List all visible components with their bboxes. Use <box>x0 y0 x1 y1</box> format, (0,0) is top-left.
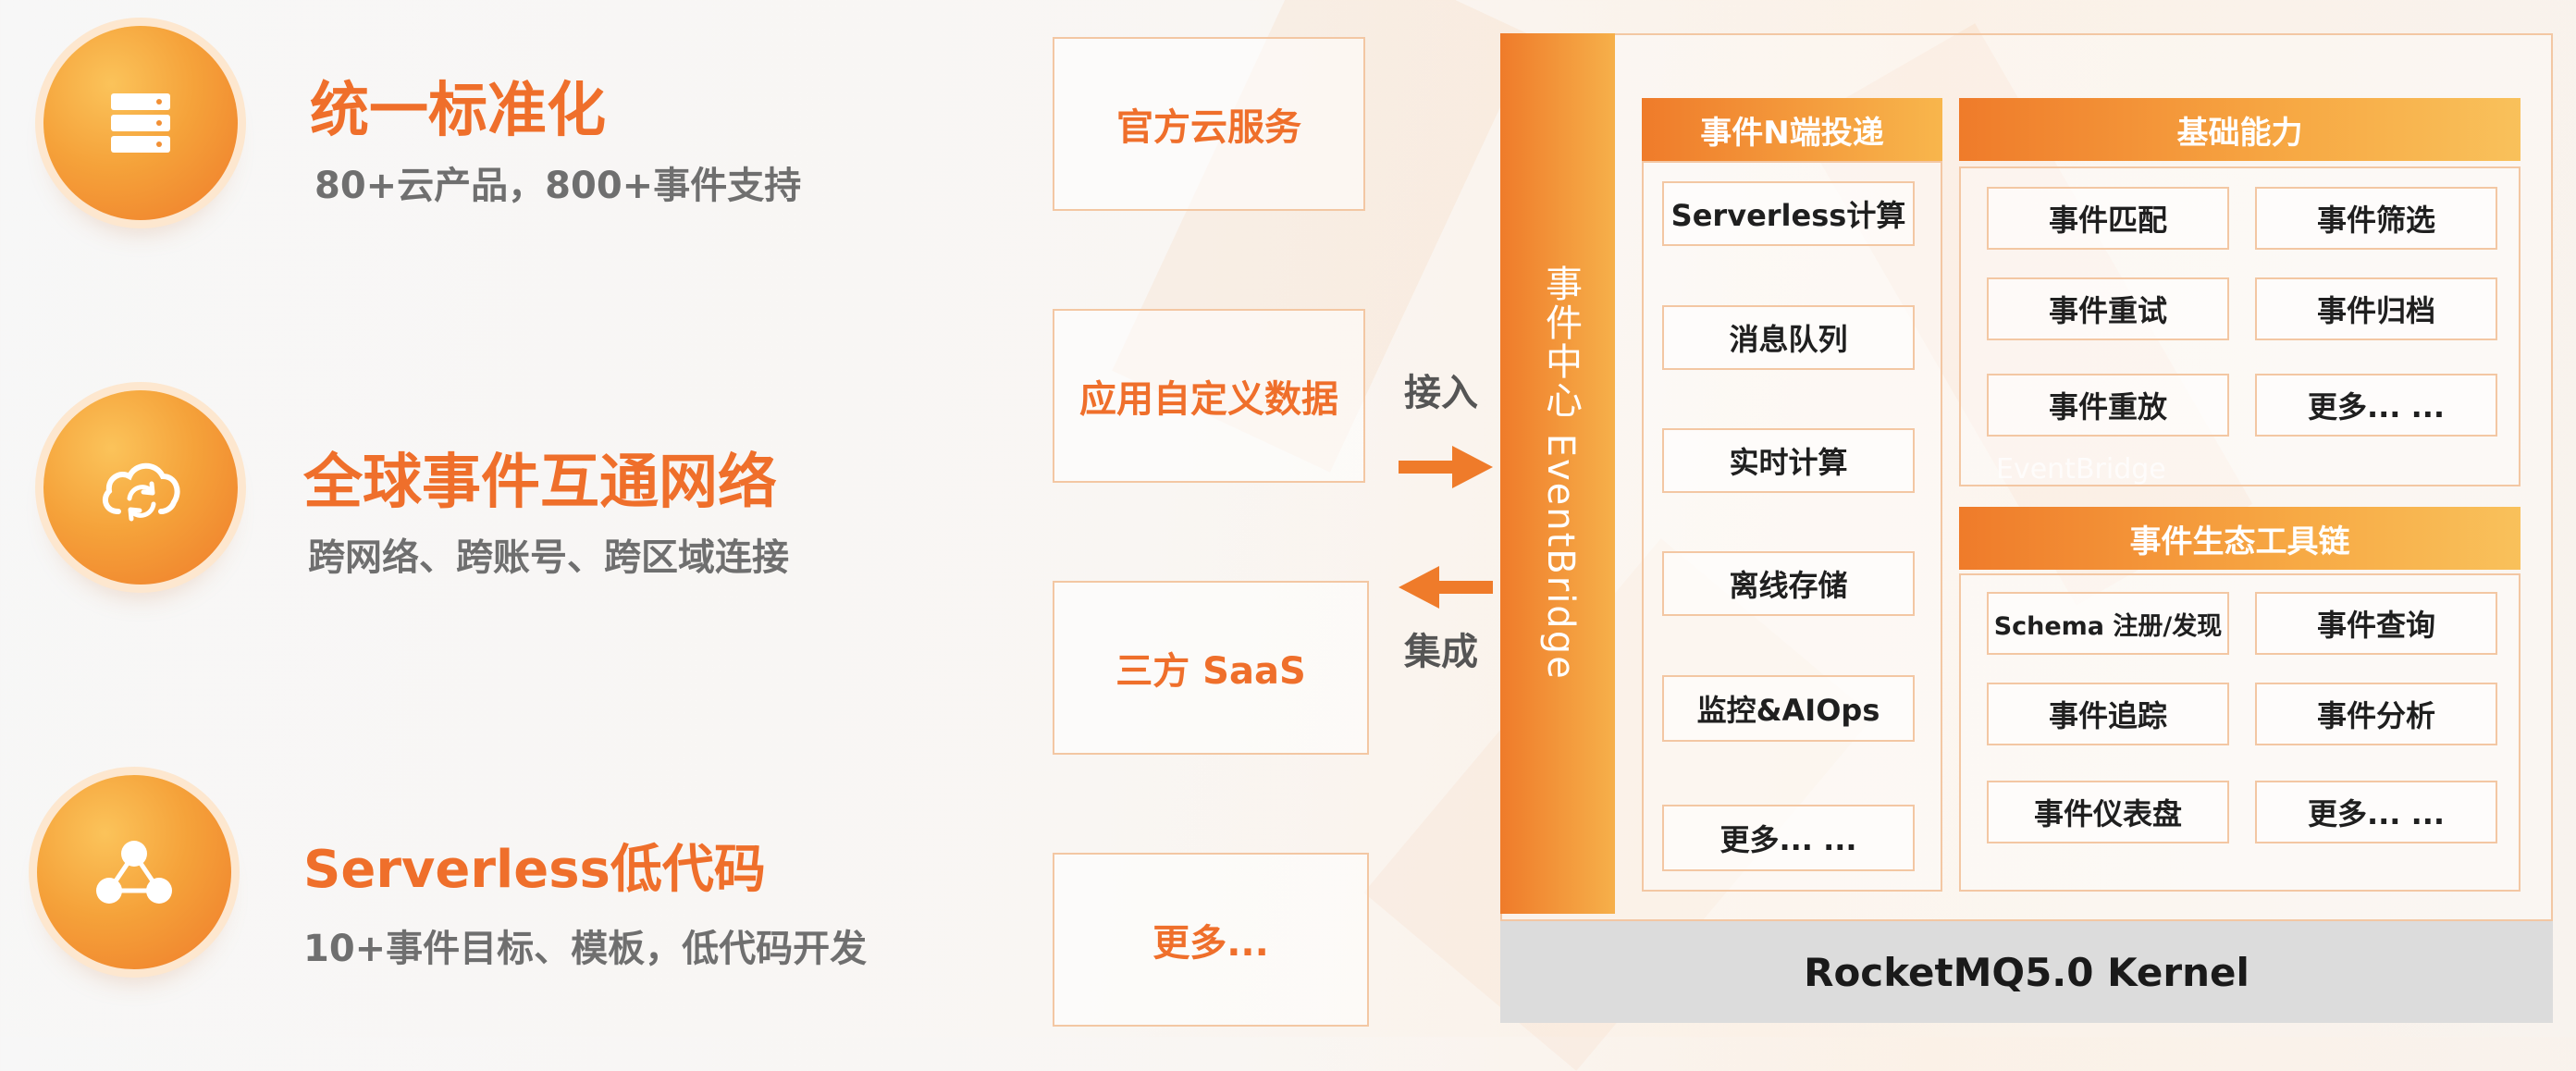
source-custom-app-data: 应用自定义数据 <box>1053 309 1365 483</box>
delivery-item-serverless: Serverless计算 <box>1662 181 1915 246</box>
delivery-item-more: 更多... ... <box>1662 805 1915 871</box>
source-third-party-saas: 三方 SaaS <box>1053 581 1369 755</box>
ecosystem-item-analysis: 事件分析 <box>2255 683 2497 745</box>
eventbridge-watermark: EventBridge <box>1996 453 2166 486</box>
delivery-item-offline: 离线存储 <box>1662 551 1915 616</box>
feature-2-subtitle: 跨网络、跨账号、跨区域连接 <box>308 536 789 579</box>
network-nodes-icon <box>92 835 176 909</box>
ecosystem-item-more: 更多... ... <box>2255 781 2497 843</box>
ecosystem-header: 事件生态工具链 <box>1959 507 2521 570</box>
basic-item-replay: 事件重放 <box>1987 374 2229 437</box>
feature-2-badge <box>43 390 238 585</box>
feature-list: 统一标准化 80+云产品，800+事件支持 全球事件互通网络 跨网络、跨账号、跨… <box>0 0 925 1037</box>
basic-header: 基础能力 <box>1959 98 2521 161</box>
eventbridge-bar: 事件中心 EventBridge <box>1500 33 1615 914</box>
basic-item-archive: 事件归档 <box>2255 277 2497 340</box>
feature-1-badge <box>43 26 238 220</box>
cloud-sync-icon <box>96 450 185 524</box>
feature-3-badge <box>37 775 231 969</box>
delivery-item-realtime: 实时计算 <box>1662 428 1915 493</box>
server-stack-icon <box>104 86 178 160</box>
ecosystem-item-dashboard: 事件仪表盘 <box>1987 781 2229 843</box>
feature-1-title: 统一标准化 <box>310 77 606 145</box>
basic-item-more: 更多... ... <box>2255 374 2497 437</box>
feature-3-title: Serverless低代码 <box>303 840 766 900</box>
feature-2-title: 全球事件互通网络 <box>303 449 777 517</box>
feature-1-subtitle: 80+云产品，800+事件支持 <box>314 165 802 207</box>
source-more: 更多... <box>1053 853 1369 1027</box>
ecosystem-item-schema: Schema 注册/发现 <box>1987 592 2229 655</box>
delivery-item-aiops: 监控&AIOps <box>1662 675 1915 742</box>
ingest-label: 接入 <box>1404 372 1478 414</box>
eventbridge-title: 事件中心 EventBridge <box>1539 265 1582 681</box>
integrate-arrow-icon <box>1399 566 1493 609</box>
ingest-arrow-icon <box>1399 446 1493 488</box>
basic-item-match: 事件匹配 <box>1987 187 2229 250</box>
integrate-label: 集成 <box>1404 631 1478 673</box>
rocketmq-kernel: RocketMQ5.0 Kernel <box>1500 921 2553 1023</box>
ecosystem-item-query: 事件查询 <box>2255 592 2497 655</box>
ecosystem-item-trace: 事件追踪 <box>1987 683 2229 745</box>
delivery-item-mq: 消息队列 <box>1662 305 1915 370</box>
delivery-panel <box>1642 161 1942 892</box>
basic-item-filter: 事件筛选 <box>2255 187 2497 250</box>
delivery-header: 事件N端投递 <box>1642 98 1942 161</box>
feature-3-subtitle: 10+事件目标、模板，低代码开发 <box>303 928 868 970</box>
source-cloud-services: 官方云服务 <box>1053 37 1365 211</box>
basic-item-retry: 事件重试 <box>1987 277 2229 340</box>
